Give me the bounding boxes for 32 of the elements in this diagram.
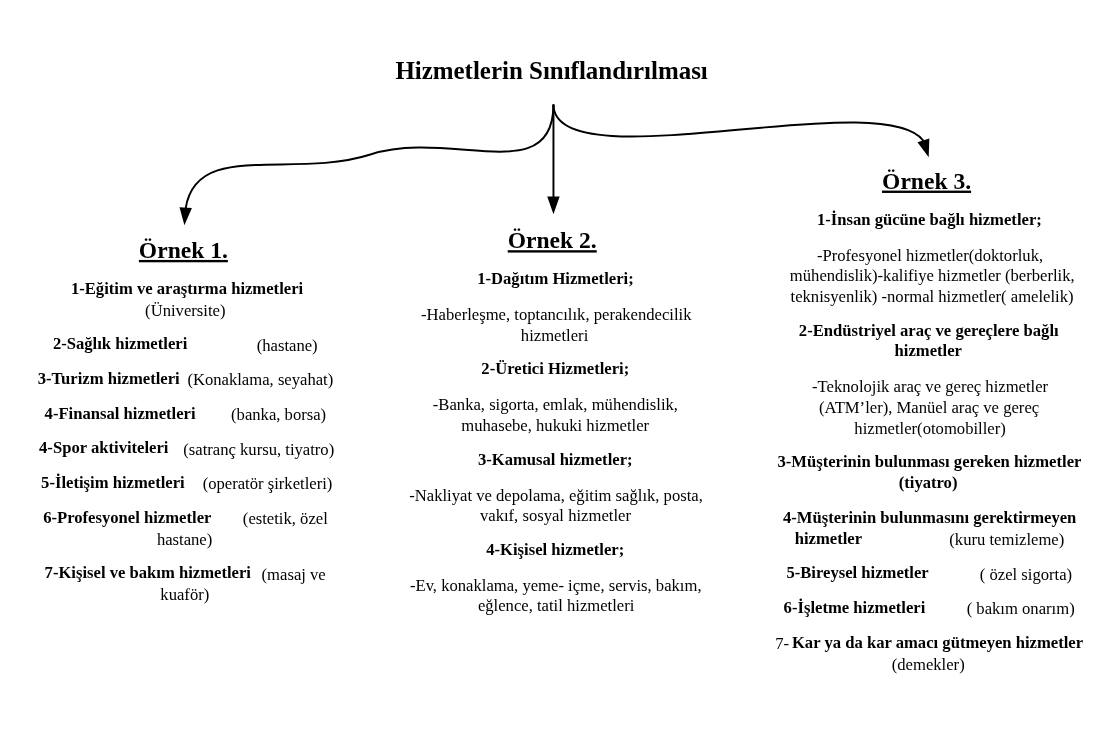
node-label: 4-Finansal hizmetleri (banka, borsa): [44, 403, 327, 424]
node-label: 4-Müşterinin bulunmasını gerektirmeyen hizmetler (kuru temizleme): [782, 507, 1077, 549]
arrow: [179, 103, 555, 225]
node-label: 4-Kişisel hizmetler;: [486, 539, 625, 559]
node-label: 5-İletişim hizmetleri (operatör şirketleri): [41, 472, 333, 493]
node-label: -Teknolojik araç ve gereç hizmetler (ATM’ler), Manüel araç ve gereç hizmetler(otomobiller): [812, 376, 1049, 438]
node-text: Örnek 2.: [507, 226, 597, 253]
node-label: 6-İşletme hizmetleri ( bakım onarım): [783, 597, 1075, 618]
node-label: 2-Sağlık hizmetleri (hastane): [52, 333, 318, 355]
node-label: 3-Turizm hizmetleri (Konaklama, seyahat): [37, 368, 334, 389]
node-label: -Ev, konaklama, yeme- içme, servis, bakım, eğlence, tatil hizmetleri: [409, 575, 702, 615]
node-label: 5-Bireysel hizmetler ( özel sigorta): [786, 562, 1073, 584]
node-label: 3-Kamusal hizmetler;: [477, 449, 633, 468]
node-label: 2-Üretici Hizmetleri;: [481, 358, 630, 378]
node-text: Örnek 3.: [882, 167, 972, 194]
node-label: 6-Profesyonel hizmetler (estetik, özel hastane): [43, 507, 328, 549]
arrow: [547, 103, 560, 214]
node-label: 3-Müşterinin bulunması gereken hizmetler (tiyatro): [777, 451, 1082, 492]
node-label: 1-İnsan gücüne bağlı hizmetler;: [816, 209, 1042, 229]
node-label: 2-Endüstriyel araç ve gereçlere bağlı hizmetler: [798, 320, 1059, 360]
node-label: -Nakliyat ve depolama, eğitim sağlık, posta, vakıf, sosyal hizmetler: [409, 485, 703, 525]
node-label: 7-Kişisel ve bakım hizmetleri(masaj ve kuaför): [44, 562, 326, 604]
node-label: 7-Kar ya da kar amacı gütmeyen hizmetler (demekler): [775, 632, 1084, 674]
node-text: Örnek 1.: [138, 236, 228, 263]
node-label: -Haberleşme, toptancılık, perakendecilik hizmetleri: [421, 304, 692, 345]
node-label: -Profesyonel hizmetler(doktorluk, mühendislik)-kalifiye hizmetler (berberlik, teknisyenlik) -normal hizmetler( amelelik): [789, 245, 1075, 306]
node-label: 1-Dağıtım Hizmetleri;: [477, 268, 634, 288]
arrow: [552, 103, 930, 157]
node-text: Hizmetlerin Sınıflandırılması: [395, 56, 708, 84]
node-label: 1-Eğitim ve araştırma hizmetleri (Üniversite): [70, 278, 304, 320]
node-label: -Banka, sigorta, emlak, mühendislik, muhasebe, hukuki hizmetler: [432, 394, 678, 435]
node-label: 4-Spor aktiviteleri (satranç kursu, tiyatro): [39, 437, 335, 459]
